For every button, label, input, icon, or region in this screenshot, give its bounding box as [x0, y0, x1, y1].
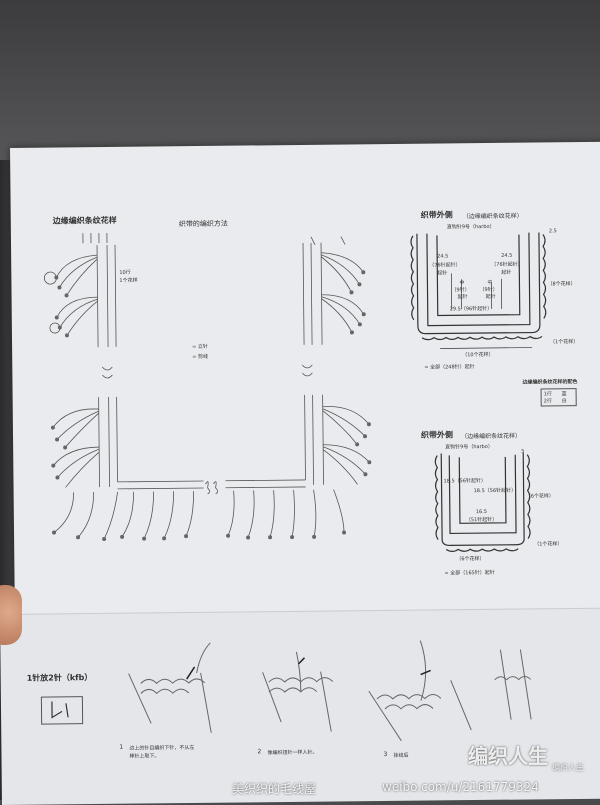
watermark-url: weibo.com/u/2161779324 — [382, 780, 539, 794]
left-strip-corner — [98, 396, 204, 490]
outer1-inner-6: 起针 — [485, 293, 496, 301]
outer2-left: 18.5（56针起针） — [443, 478, 487, 485]
outer1-total: = 全部（248针）起针 — [424, 364, 475, 371]
diagram-outer-2 — [434, 452, 531, 552]
outer1-bottom-inner: 29.5（96针起针） — [449, 305, 493, 313]
watermark-logo: 编织人生 — [468, 744, 548, 768]
color-table-cell: 白 — [561, 398, 567, 405]
outer1-right-mid: （76针起针） — [491, 261, 523, 268]
chart-label-row: 10行 — [119, 269, 131, 276]
watermark-left: 美织织的毛线屋 — [232, 782, 317, 796]
outer2-right-flower2: （1个花样） — [534, 541, 563, 548]
step1-text-2: 棒针上取下。 — [129, 753, 160, 760]
outer2-bottom-num: 16.5 — [475, 509, 488, 516]
outer1-left-low: 起针 — [437, 270, 448, 277]
color-table-cell: 2行 — [543, 398, 552, 405]
outer2-title: 织带外侧 — [420, 430, 454, 440]
kfb-illustrations — [128, 640, 532, 742]
outer1-bottom-outer: （10个花样） — [462, 351, 494, 359]
legend-item-1: = 立针 — [192, 343, 208, 351]
outer1-right-flower: （8个花样） — [547, 281, 576, 288]
diagram-outer-1 — [410, 232, 547, 341]
chart-label-pattern: 1个花样 — [119, 277, 138, 284]
outer1-inner-3: 起针 — [457, 294, 468, 301]
step2-text: 像编织扭针一样入针。 — [267, 749, 318, 757]
outer2-bottom-inner: （51针起针） — [465, 516, 498, 524]
watermark-logo-sub: 编织人生 — [552, 763, 584, 772]
color-table: 1行 蓝 2行 白 — [540, 388, 577, 407]
outer1-left-mid: （76针起针） — [429, 262, 461, 269]
kfb-symbol-icon — [51, 701, 69, 719]
crochet-chart-drawing — [43, 232, 547, 552]
outer2-total: = 全部（165针）起针 — [444, 569, 495, 577]
outer1-right-low: 起针 — [501, 269, 512, 276]
outer1-title-sub: （边缘编织条纹花样） — [462, 212, 523, 221]
outer2-title-sub: （边缘编织条纹花样） — [461, 432, 522, 441]
step1-text: 边上的针目编织下针，不从左 — [129, 744, 195, 752]
left-strip-top — [96, 244, 117, 348]
outer2-bottom-outer: （6个花样） — [456, 556, 485, 563]
color-table-cell: 蓝 — [561, 391, 567, 398]
legend-item-2: = 剪线 — [192, 353, 209, 361]
outer1-right-flower2: （1个花样） — [550, 339, 579, 346]
outer2-cast-on: 直钩针9号（harbo） — [445, 443, 493, 451]
finger — [0, 585, 22, 645]
background-desk — [0, 0, 600, 170]
step2-number: 2 — [257, 748, 262, 756]
outer1-cast-on: 直钩针9号（harbo） — [446, 223, 495, 231]
book-page-top: 边缘编织条纹花样 织带的编织方法 — [10, 141, 600, 618]
outer1-inner-4: 中 — [487, 279, 493, 287]
outer2-side-num: 5 — [521, 448, 525, 455]
color-table-title: 边缘编织条纹花样的配色 — [522, 379, 578, 386]
outer1-side-num: 2.5 — [548, 228, 557, 235]
step1-number: 1 — [119, 743, 124, 751]
right-strip-corner — [225, 394, 324, 489]
book-page-bottom: 1针放2针（kfb） — [0, 607, 600, 805]
kfb-symbol — [40, 696, 84, 725]
outer2-right-flower: （6个花样） — [525, 493, 554, 500]
outer1-left-top: 24.5 — [437, 253, 449, 260]
step3-number: 3 — [383, 750, 388, 758]
outer1-inner-1: 中 — [459, 280, 465, 287]
outer1-title: 织带外侧 — [420, 210, 453, 220]
step3-text: 挂线后 — [393, 752, 409, 759]
outer2-right: 18.5（56针起针） — [473, 487, 517, 495]
right-strip-top — [302, 242, 323, 345]
outer1-right-top: 24.5 — [501, 252, 513, 259]
